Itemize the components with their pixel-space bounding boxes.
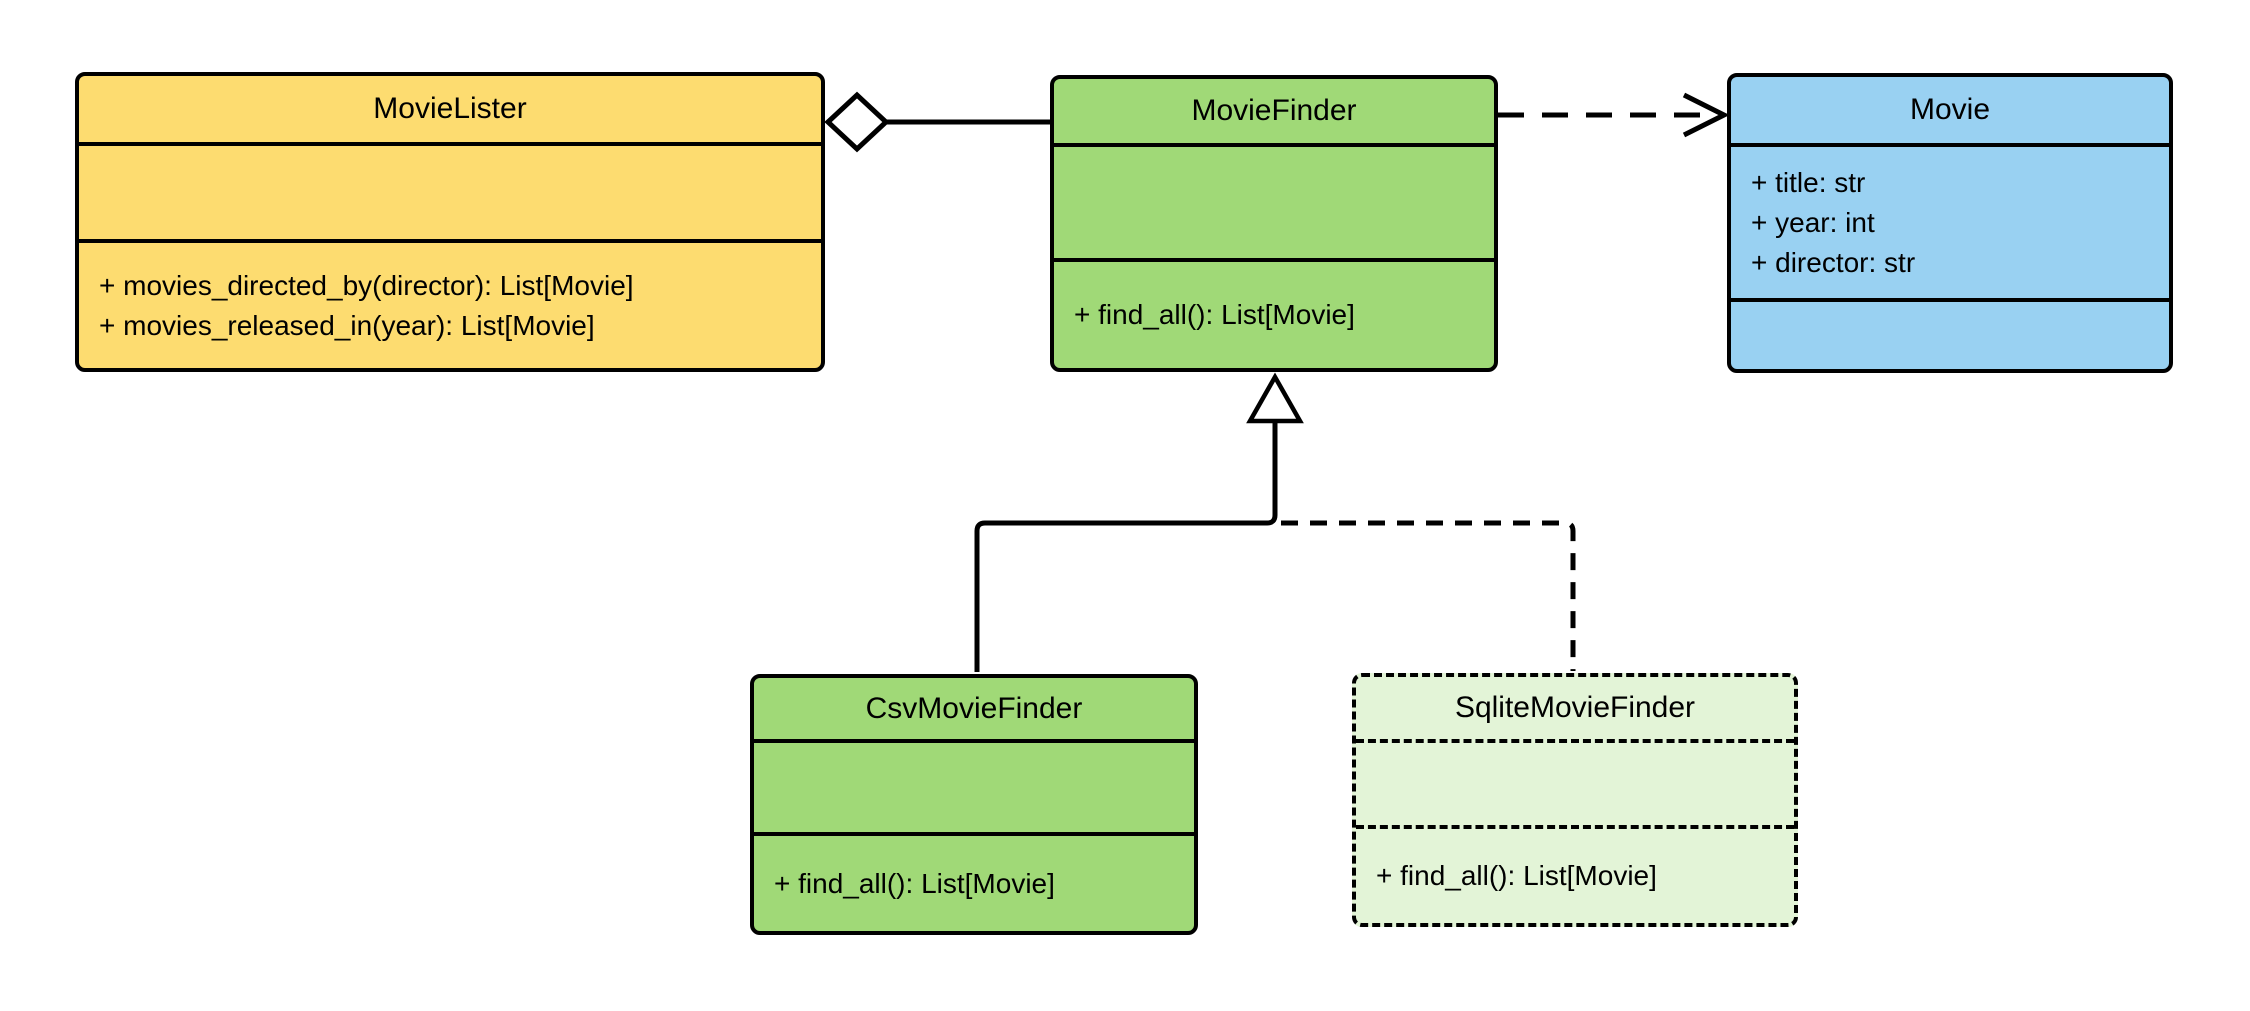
generalization-csv-connector[interactable] — [974, 372, 1304, 672]
attributes-compartment — [79, 146, 821, 243]
aggregation-diamond-icon — [824, 91, 890, 153]
method-row: + movies_directed_by(director): List[Mov… — [99, 269, 634, 301]
aggregation-connector[interactable] — [824, 91, 1052, 153]
class-box-movielister[interactable]: MovieLister + movies_directed_by(directo… — [75, 72, 825, 372]
attributes-compartment — [1356, 743, 1794, 829]
attribute-row: + year: int — [1751, 206, 1875, 238]
methods-compartment: + find_all(): List[Movie] — [1054, 262, 1494, 368]
class-name: SqliteMovieFinder — [1454, 691, 1696, 724]
class-name: CsvMovieFinder — [865, 691, 1083, 725]
class-box-csvmoviefinder[interactable]: CsvMovieFinder + find_all(): List[Movie] — [750, 674, 1198, 935]
class-box-moviefinder[interactable]: MovieFinder + find_all(): List[Movie] — [1050, 75, 1498, 372]
method-row: + find_all(): List[Movie] — [1376, 860, 1657, 891]
dependency-connector[interactable] — [1498, 92, 1730, 138]
class-title-compartment: MovieLister — [79, 76, 821, 146]
attributes-compartment — [1054, 147, 1494, 262]
attributes-compartment: + title: str + year: int + director: str — [1731, 147, 2169, 302]
class-title-compartment: SqliteMovieFinder — [1356, 677, 1794, 743]
methods-compartment — [1731, 302, 2169, 369]
class-box-sqlitemoviefinder[interactable]: SqliteMovieFinder + find_all(): List[Mov… — [1352, 673, 1798, 927]
method-row: + movies_released_in(year): List[Movie] — [99, 309, 595, 341]
generalization-triangle-icon — [1246, 372, 1304, 424]
attribute-row: + title: str — [1751, 166, 1866, 198]
attribute-row: + director: str — [1751, 246, 1916, 278]
class-title-compartment: CsvMovieFinder — [754, 678, 1194, 743]
methods-compartment: + find_all(): List[Movie] — [754, 836, 1194, 931]
class-title-compartment: MovieFinder — [1054, 79, 1494, 147]
generalization-sqlite-line — [1281, 520, 1576, 671]
attributes-compartment — [754, 743, 1194, 836]
generalization-csv-line — [974, 421, 1278, 672]
class-name: MovieFinder — [1191, 94, 1357, 127]
class-name: MovieLister — [373, 92, 527, 125]
class-box-movie[interactable]: Movie + title: str + year: int + directo… — [1727, 73, 2173, 373]
generalization-sqlite-connector[interactable] — [1281, 520, 1576, 671]
methods-compartment: + movies_directed_by(director): List[Mov… — [79, 243, 821, 368]
class-title-compartment: Movie — [1731, 77, 2169, 147]
dependency-arrowhead-icon — [1682, 92, 1730, 138]
method-row: + find_all(): List[Movie] — [1074, 299, 1355, 330]
methods-compartment: + find_all(): List[Movie] — [1356, 829, 1794, 923]
class-name: Movie — [1909, 93, 1991, 126]
method-row: + find_all(): List[Movie] — [774, 867, 1055, 899]
